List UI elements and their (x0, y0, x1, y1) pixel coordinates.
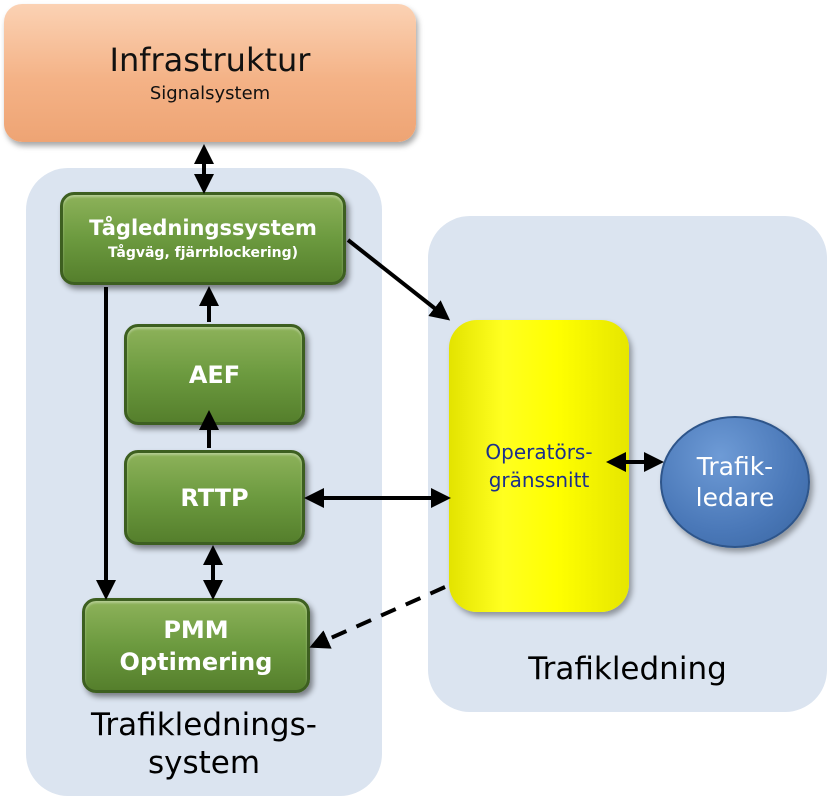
arrow-tls-operator (346, 238, 451, 321)
infrastructure-subtitle: Signalsystem (149, 83, 271, 104)
pmm-label: PMM (163, 615, 229, 644)
traffic-controller-ellipse: Trafik- ledare (660, 416, 810, 548)
operator-interface-box: Operatörs- gränssnitt (449, 320, 629, 612)
traffic-controller-line2: ledare (695, 483, 775, 512)
train-control-subtitle: Tågväg, fjärrblockering) (107, 244, 299, 261)
infrastructure-title: Infrastruktur (109, 41, 311, 79)
optimization-label: Optimering (119, 647, 273, 676)
system-region-label-line2: system (147, 745, 261, 781)
aef-label: AEF (188, 360, 241, 389)
operator-interface-line1: Operatörs- (485, 440, 593, 464)
rttp-box: RTTP (124, 450, 305, 545)
aef-box: AEF (124, 324, 305, 425)
traffic-controller-line1: Trafik- (696, 452, 774, 481)
operator-interface-line2: gränssnitt (488, 468, 590, 492)
system-region-label: Trafiklednings- system (26, 706, 382, 782)
train-control-system-box: Tågledningssystem Tågväg, fjärrblockerin… (60, 192, 346, 285)
traffic-region-label: Trafikledning (528, 651, 727, 687)
system-region-label-line1: Trafiklednings- (91, 707, 317, 743)
train-control-title: Tågledningssystem (89, 215, 317, 240)
rttp-label: RTTP (180, 483, 249, 512)
arrow-operator-pmm-dashed (309, 585, 446, 649)
pmm-optimization-box: PMM Optimering (82, 598, 310, 693)
infrastructure-box: Infrastruktur Signalsystem (4, 4, 416, 142)
